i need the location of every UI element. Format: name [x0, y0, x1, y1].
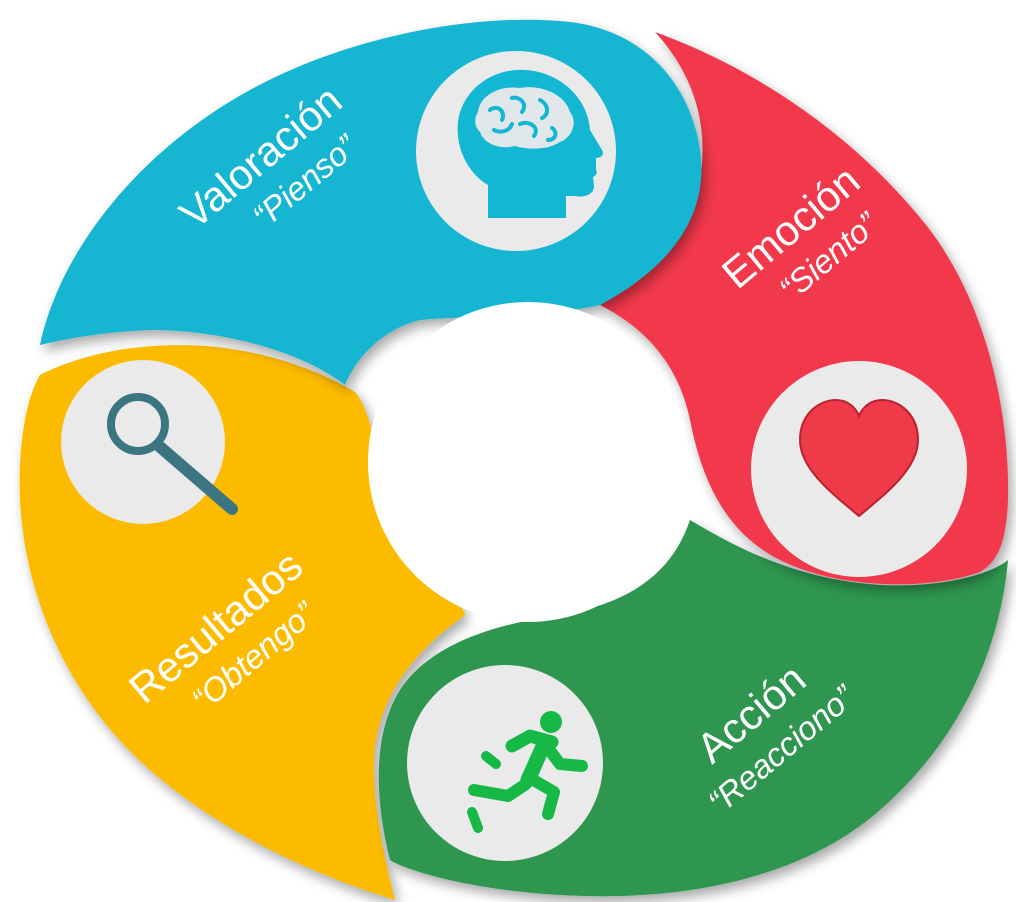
magnifier-icon — [107, 393, 238, 515]
heart-icon — [798, 398, 920, 518]
icon-circle-resultados — [61, 360, 225, 524]
running-person-icon — [467, 711, 588, 833]
brain-head-icon — [457, 69, 603, 219]
center-hole — [368, 302, 688, 622]
